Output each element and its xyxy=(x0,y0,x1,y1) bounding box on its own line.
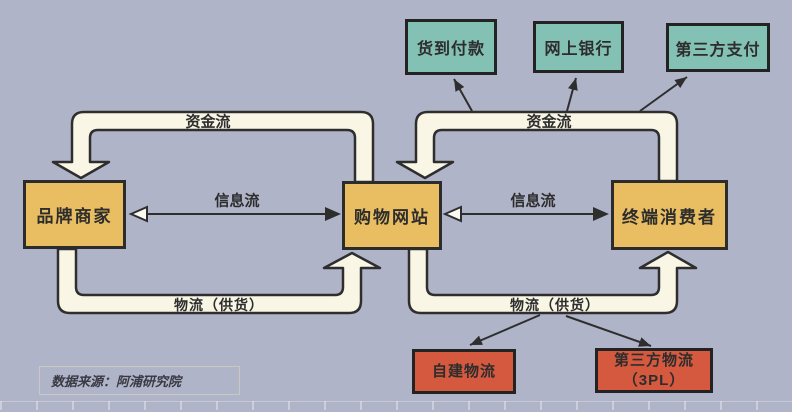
arrow-to-3pl-logistics xyxy=(565,315,652,347)
arrow-to-self-logistics xyxy=(469,314,541,346)
label-capital-flow-left: 资金流 xyxy=(185,113,231,131)
capital-flow-band-right xyxy=(395,110,679,183)
label-logistics-flow-left: 物流（供货） xyxy=(174,297,264,313)
node-cash-on-delivery: 货到付款 xyxy=(405,19,497,75)
node-brand-merchant: 品牌商家 xyxy=(23,180,126,249)
arrow-to-thirdparty-payment xyxy=(639,76,688,112)
node-shopping-site-label: 购物网站 xyxy=(354,208,430,227)
node-online-banking-label: 网上银行 xyxy=(544,41,613,58)
arrow-to-cash-on-delivery xyxy=(453,78,473,112)
source-note-frame xyxy=(39,366,240,395)
node-shopping-site: 购物网站 xyxy=(342,181,442,250)
node-self-logistics-label: 自建物流 xyxy=(431,362,496,380)
logistics-band-right xyxy=(407,247,698,315)
info-arrowhead-open-left-2 xyxy=(442,205,462,223)
node-end-consumer-label: 终端消费者 xyxy=(622,207,717,227)
node-end-consumer: 终端消费者 xyxy=(611,180,728,250)
source-note: 数据来源：阿浦研究院 xyxy=(51,374,182,389)
node-3pl-logistics: 第三方物流 （3PL） xyxy=(595,348,713,393)
node-online-banking: 网上银行 xyxy=(533,21,624,73)
label-logistics-flow-right: 物流（供货） xyxy=(510,297,600,313)
label-info-flow-left: 信息流 xyxy=(214,192,260,210)
info-arrowhead-filled-right xyxy=(325,207,341,221)
node-cash-on-delivery-label: 货到付款 xyxy=(416,41,485,58)
bottom-tick-ruler xyxy=(0,401,792,410)
node-thirdparty-payment-label: 第三方支付 xyxy=(675,41,761,59)
arrow-to-online-banking xyxy=(566,77,578,112)
node-thirdparty-payment: 第三方支付 xyxy=(666,23,770,72)
node-3pl-logistics-sublabel: （3PL） xyxy=(622,371,686,389)
node-brand-merchant-label: 品牌商家 xyxy=(36,207,113,226)
label-info-flow-right: 信息流 xyxy=(510,192,556,210)
node-self-logistics: 自建物流 xyxy=(412,349,516,394)
node-3pl-logistics-label: 第三方物流 xyxy=(613,352,694,369)
info-arrowhead-open-left xyxy=(128,205,148,223)
logistics-band-left xyxy=(56,247,382,315)
capital-flow-band-left xyxy=(51,110,375,184)
info-arrowhead-filled-right-2 xyxy=(593,207,609,221)
label-capital-flow-right: 资金流 xyxy=(526,113,572,131)
